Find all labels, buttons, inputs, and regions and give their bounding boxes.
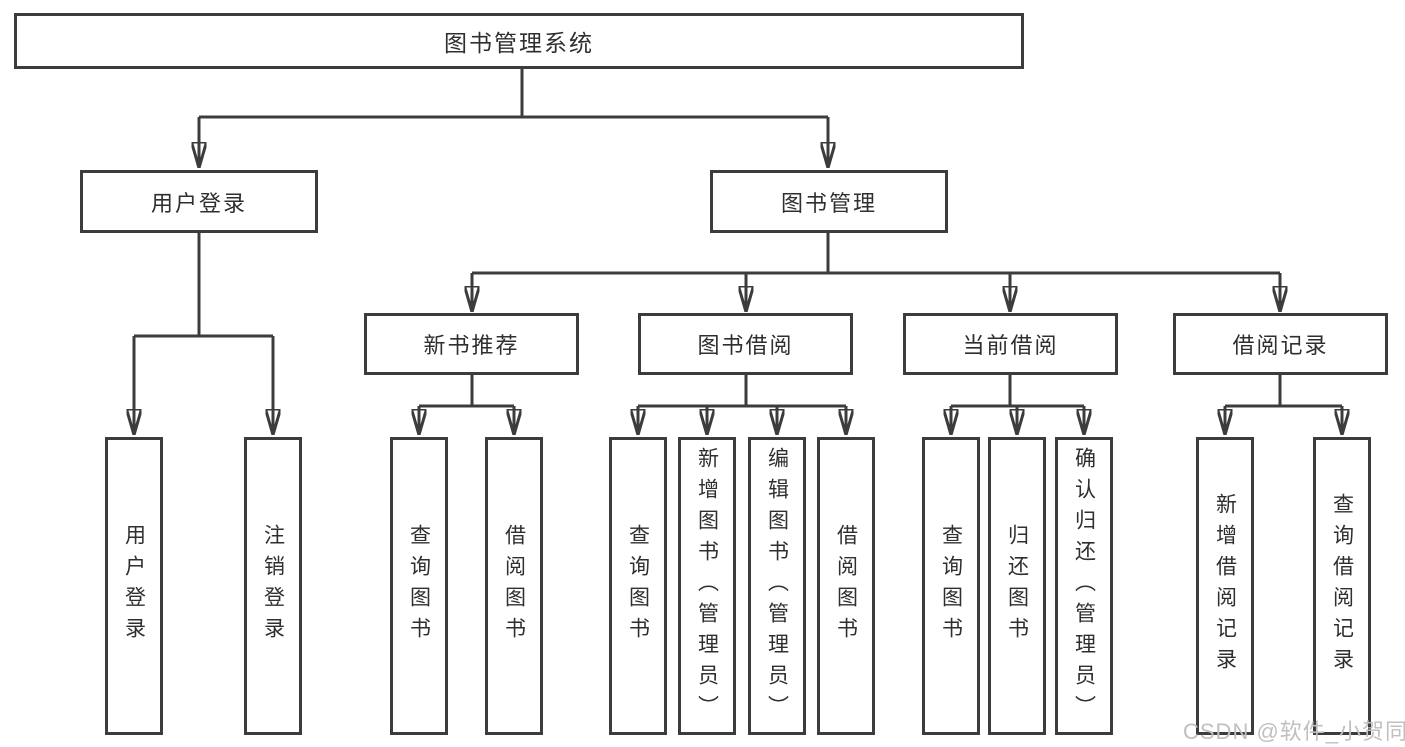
node-label: 查询图书	[626, 524, 650, 648]
node-new-book-recommendation: 新书推荐	[364, 313, 579, 375]
leaf-user-login: 用户登录	[105, 437, 163, 735]
node-label: 借阅图书	[834, 524, 858, 648]
node-book-management: 图书管理	[710, 170, 948, 233]
node-label: 归还图书	[1005, 524, 1029, 648]
node-label: 新书推荐	[423, 333, 520, 358]
node-label: 图书借阅	[697, 333, 794, 358]
leaf-current-query-books: 查询图书	[922, 437, 980, 735]
node-label: 借阅记录	[1232, 333, 1329, 358]
node-label: 查询图书	[407, 524, 431, 648]
leaf-borrowing-borrow-books: 借阅图书	[817, 437, 875, 735]
leaf-records-add-borrow-record: 新增借阅记录	[1196, 437, 1254, 735]
node-label: 借阅图书	[502, 524, 526, 648]
node-label: 用户登录	[150, 190, 247, 216]
node-label: 图书管理系统	[444, 30, 594, 56]
leaf-current-confirm-return-admin: 确认归还（管理员）	[1055, 437, 1113, 735]
node-label: 当前借阅	[962, 333, 1059, 358]
node-label: 注销登录	[261, 524, 285, 648]
node-library-management-system: 图书管理系统	[14, 13, 1024, 69]
node-borrowing-records: 借阅记录	[1173, 313, 1388, 375]
node-label: 用户登录	[122, 524, 146, 648]
node-label: 新增图书（管理员）	[695, 446, 719, 726]
node-current-borrowing: 当前借阅	[903, 313, 1118, 375]
leaf-borrowing-query-books: 查询图书	[609, 437, 667, 735]
leaf-newbooks-borrow-books: 借阅图书	[485, 437, 543, 735]
leaf-logout: 注销登录	[244, 437, 302, 735]
leaf-borrowing-edit-book-admin: 编辑图书（管理员）	[748, 437, 806, 735]
node-label: 编辑图书（管理员）	[765, 446, 789, 726]
node-label: 新增借阅记录	[1213, 493, 1237, 679]
node-book-borrowing: 图书借阅	[638, 313, 853, 375]
leaf-newbooks-query-books: 查询图书	[390, 437, 448, 735]
leaf-current-return-books: 归还图书	[988, 437, 1046, 735]
leaf-records-query-borrow-record: 查询借阅记录	[1313, 437, 1371, 735]
leaf-borrowing-add-book-admin: 新增图书（管理员）	[678, 437, 736, 735]
node-label: 图书管理	[780, 190, 877, 216]
csdn-watermark: CSDN @软件_小贺同学	[1183, 719, 1405, 744]
node-label: 确认归还（管理员）	[1072, 446, 1096, 726]
node-label: 查询借阅记录	[1330, 493, 1354, 679]
node-label: 查询图书	[939, 524, 963, 648]
node-user-login: 用户登录	[80, 170, 318, 233]
